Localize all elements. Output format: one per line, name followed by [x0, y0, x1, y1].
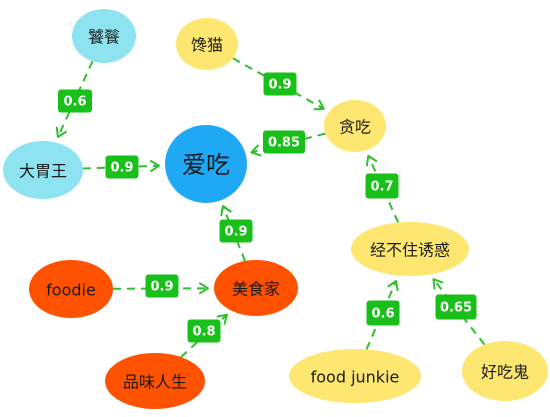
edge-dawei-to-aichi	[82, 160, 160, 172]
arrow-head-icon	[199, 282, 209, 295]
node-chanmao: 馋猫	[176, 18, 238, 70]
node-label: 爱吃	[182, 151, 230, 179]
node-shape	[289, 349, 421, 403]
edge-weight-badge: 0.9	[145, 274, 179, 298]
edge-weight-badge: 0.7	[365, 173, 399, 199]
node-haochigui: 好吃鬼	[462, 341, 548, 401]
node-foodjunkie: food junkie	[289, 349, 421, 403]
arrow-head-icon	[216, 313, 228, 325]
node-shape	[351, 222, 469, 276]
node-label: 美食家	[232, 280, 280, 299]
node-taotie: 饕餮	[72, 9, 136, 63]
edge-chanmao-to-tanchi	[232, 57, 325, 111]
node-meishijia: 美食家	[214, 260, 298, 316]
edge-weight-value: 0.65	[440, 301, 472, 316]
node-foodie: foodie	[29, 260, 113, 318]
node-shape	[176, 18, 238, 70]
node-shape	[3, 141, 83, 199]
weight-badge-bg	[263, 130, 305, 154]
node-label: 经不住诱惑	[370, 241, 450, 260]
node-shape	[105, 353, 205, 409]
edge-weight-badge: 0.8	[187, 319, 221, 343]
node-shape	[462, 341, 548, 401]
weight-badge-bg	[145, 274, 179, 298]
node-label: 馋猫	[191, 36, 223, 55]
edge-weight-value: 0.7	[370, 180, 393, 195]
arrow-head-icon	[432, 278, 444, 290]
edge-weight-value: 0.85	[268, 136, 300, 151]
edge-weight-value: 0.8	[192, 325, 215, 340]
edge-weight-value: 0.6	[63, 95, 86, 110]
edge-jingbuzhu-to-tanchi	[366, 154, 400, 223]
node-shape	[165, 125, 247, 203]
edge-line	[365, 280, 398, 350]
edge-weight-badge: 0.6	[366, 300, 400, 326]
weight-badge-bg	[365, 173, 399, 199]
weight-badge-bg	[105, 155, 139, 179]
edge-line	[82, 164, 160, 170]
weight-badge-bg	[58, 89, 92, 113]
arrow-head-icon	[387, 280, 399, 292]
edge-weight-badge: 0.85	[263, 130, 305, 154]
arrow-head-icon	[149, 160, 160, 172]
edge-weight-value: 0.9	[224, 225, 247, 240]
weight-badge-bg	[219, 219, 253, 243]
node-label: 大胃王	[19, 162, 67, 181]
edge-weight-badge: 0.9	[219, 219, 253, 243]
weight-badge-bg	[263, 72, 297, 96]
edge-weight-badge: 0.6	[58, 89, 92, 113]
arrow-head-icon	[55, 126, 67, 138]
edge-line	[367, 155, 400, 223]
node-shape	[72, 9, 136, 63]
node-shape	[214, 260, 298, 316]
edge-weight-value: 0.9	[110, 161, 133, 176]
weight-badge-bg	[187, 319, 221, 343]
edge-line	[232, 57, 325, 110]
node-label: foodie	[46, 281, 96, 300]
node-jingbuzhu: 经不住诱惑	[351, 222, 469, 276]
edge-weight-value: 0.9	[150, 280, 173, 295]
weight-badge-bg	[366, 300, 400, 326]
node-tanchi: 贪吃	[324, 100, 386, 152]
arrow-head-icon	[220, 205, 232, 217]
node-label: 饕餮	[88, 28, 120, 47]
arrow-head-icon	[313, 99, 325, 111]
node-dawei: 大胃王	[3, 141, 83, 199]
arrow-head-icon	[250, 144, 262, 157]
node-aichi: 爱吃	[165, 125, 247, 203]
edge-weight-value: 0.9	[268, 78, 291, 93]
node-label: food junkie	[311, 368, 400, 387]
node-shape	[29, 260, 113, 318]
edge-taotie-to-dawei	[55, 60, 94, 138]
edge-haochigui-to-jingbuzhu	[432, 278, 486, 346]
edge-weight-badge: 0.65	[435, 294, 477, 320]
node-shape	[324, 100, 386, 152]
weight-badge-bg	[435, 294, 477, 320]
node-label: 好吃鬼	[481, 363, 529, 382]
edge-weight-badge: 0.9	[105, 155, 139, 179]
node-pinwei: 品味人生	[105, 353, 205, 409]
weights-layer: 0.6 0.9 0.9 0.85 0.7 0.6 0.65 0.9 0.9 0.8	[58, 72, 477, 343]
arrow-head-icon	[366, 154, 378, 167]
edge-weight-badge: 0.9	[263, 72, 297, 96]
edge-foodjunkie-to-jingbuzhu	[365, 280, 399, 350]
edge-weight-value: 0.6	[371, 307, 394, 322]
node-label: 品味人生	[123, 373, 187, 392]
node-label: 贪吃	[339, 118, 371, 137]
